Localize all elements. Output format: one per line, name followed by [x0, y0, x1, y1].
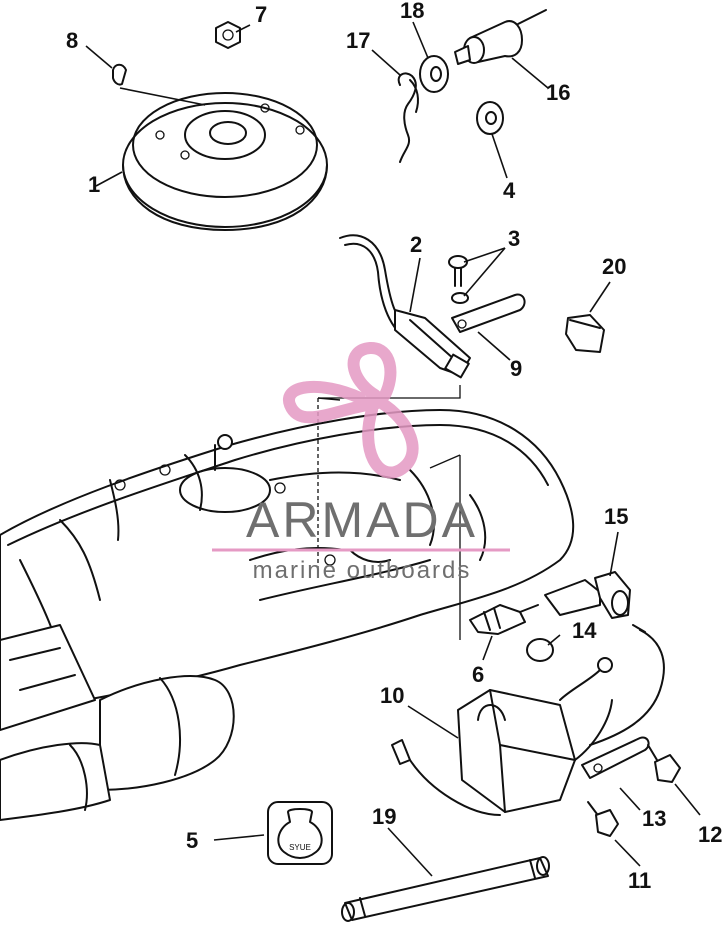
callout-17: 17	[346, 28, 370, 53]
flywheel	[122, 92, 328, 231]
washer-4	[476, 101, 504, 135]
hose-19	[341, 856, 550, 922]
stop-switch	[454, 9, 547, 65]
decal-text: SYUE	[289, 843, 311, 852]
retainer-plate	[451, 293, 526, 333]
screw-3	[448, 255, 469, 304]
spark-plug-boot	[544, 571, 631, 619]
armada-logo-watermark	[283, 342, 419, 479]
callout-2: 2	[410, 232, 422, 257]
ignition-coil	[391, 624, 665, 816]
callout-9: 9	[510, 356, 522, 381]
spark-plug	[469, 604, 539, 635]
ground-strap	[581, 736, 650, 779]
callout-labels: 1 2 3 4 5 6 7 8 9 10 11 12 13 14 15 16 1…	[66, 0, 722, 893]
callout-10: 10	[380, 683, 404, 708]
plug-cap	[526, 638, 554, 662]
callout-16: 16	[546, 80, 570, 105]
callout-5: 5	[186, 828, 198, 853]
callout-8: 8	[66, 28, 78, 53]
bolt-11	[587, 801, 619, 837]
flywheel-key	[112, 63, 127, 86]
bolt-12	[647, 744, 681, 783]
callout-4: 4	[503, 178, 516, 203]
callout-19: 19	[372, 804, 396, 829]
callout-3: 3	[508, 226, 520, 251]
watermark-brand: ARMADA	[246, 492, 478, 548]
bracket-hose	[339, 234, 471, 379]
callout-18: 18	[400, 0, 424, 23]
wire-clip	[397, 72, 419, 163]
callout-12: 12	[698, 822, 722, 847]
washer-18	[419, 55, 449, 93]
flywheel-nut	[215, 21, 241, 49]
engine-block	[0, 385, 575, 821]
callout-6: 6	[472, 662, 484, 687]
callout-20: 20	[602, 254, 626, 279]
terminal-cap	[565, 314, 605, 353]
callout-13: 13	[642, 806, 666, 831]
decal: SYUE	[267, 801, 333, 865]
callout-11: 11	[628, 868, 651, 893]
callout-7: 7	[255, 2, 267, 27]
callout-15: 15	[604, 504, 628, 529]
leader-lines	[85, 21, 701, 877]
watermark-tagline: marine outboards	[253, 557, 472, 584]
callout-1: 1	[88, 172, 100, 197]
callout-14: 14	[572, 618, 597, 643]
